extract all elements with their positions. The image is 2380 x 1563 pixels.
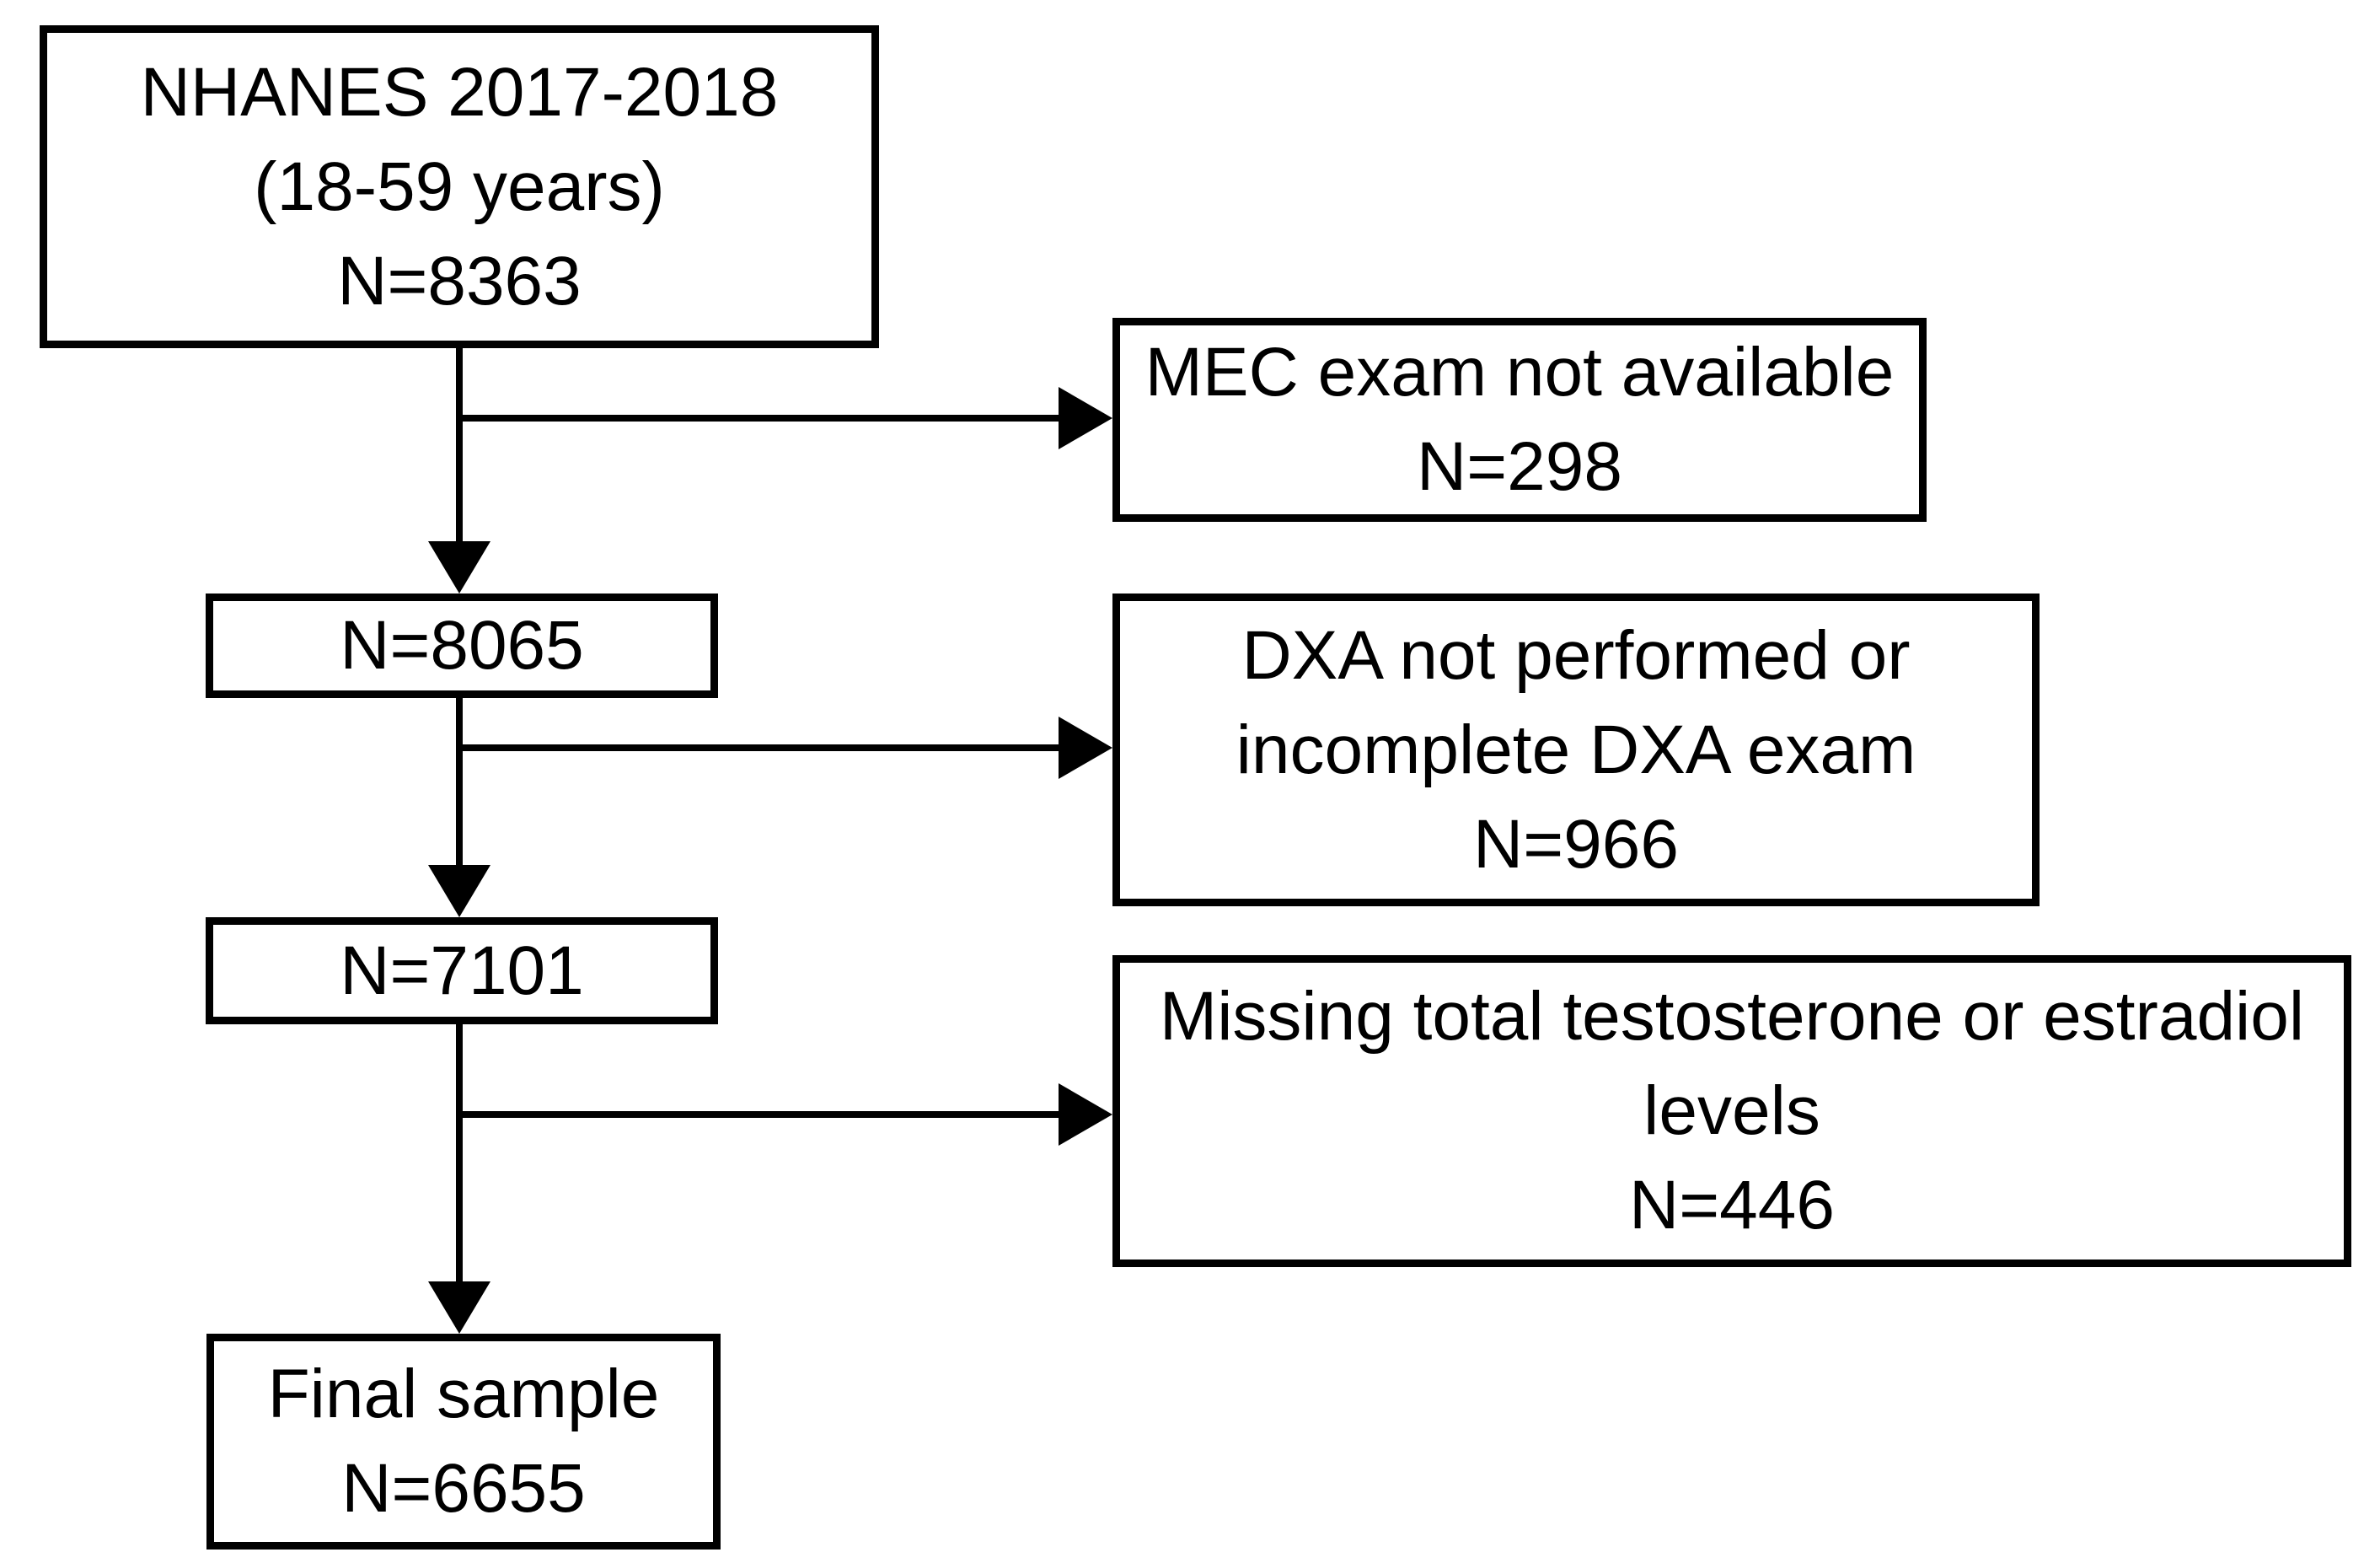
box-text-line: DXA not performed or: [1241, 616, 1911, 694]
box-text-line: N=8363: [337, 242, 582, 320]
box-mec-excluded: MEC exam not available N=298: [1112, 318, 1927, 522]
branch-line-mec-excluded: [456, 415, 1059, 422]
arrowhead-right-icon: [1059, 717, 1112, 779]
box-nhanes-source: NHANES 2017-2018 (18-59 years) N=8363: [40, 25, 879, 348]
box-after-mec: N=8065: [206, 594, 718, 698]
box-text-line: N=6655: [341, 1450, 586, 1527]
box-after-dxa: N=7101: [206, 917, 718, 1024]
connector-after-dxa-to-final: [456, 1024, 463, 1286]
arrowhead-down-icon: [428, 1281, 490, 1334]
arrowhead-down-icon: [428, 865, 490, 917]
connector-after-mec-to-after-dxa: [456, 698, 463, 870]
branch-line-hormone-excluded: [456, 1111, 1059, 1118]
box-text-line: NHANES 2017-2018: [140, 53, 779, 131]
box-text-line: N=446: [1629, 1167, 1835, 1243]
box-text-line: N=7101: [340, 932, 584, 1009]
arrowhead-down-icon: [428, 541, 490, 594]
box-final-sample: Final sample N=6655: [206, 1334, 721, 1550]
arrowhead-right-icon: [1059, 1083, 1112, 1146]
box-text-line: Final sample: [267, 1356, 660, 1432]
box-text-line: incomplete DXA exam: [1236, 711, 1916, 788]
box-text-line: N=966: [1473, 805, 1679, 883]
box-text-line: N=298: [1417, 428, 1622, 505]
box-hormone-excluded: Missing total testosterone or estradiol …: [1112, 955, 2351, 1267]
branch-line-dxa-excluded: [456, 744, 1059, 751]
box-text-line: MEC exam not available: [1144, 334, 1895, 411]
box-text-line: levels: [1643, 1072, 1820, 1149]
box-text-line: Missing total testosterone or estradiol: [1159, 978, 2305, 1055]
box-text-line: (18-59 years): [254, 148, 665, 225]
box-dxa-excluded: DXA not performed or incomplete DXA exam…: [1112, 594, 2040, 906]
box-text-line: N=8065: [340, 607, 584, 684]
arrowhead-right-icon: [1059, 387, 1112, 449]
connector-source-to-after-mec: [456, 348, 463, 546]
